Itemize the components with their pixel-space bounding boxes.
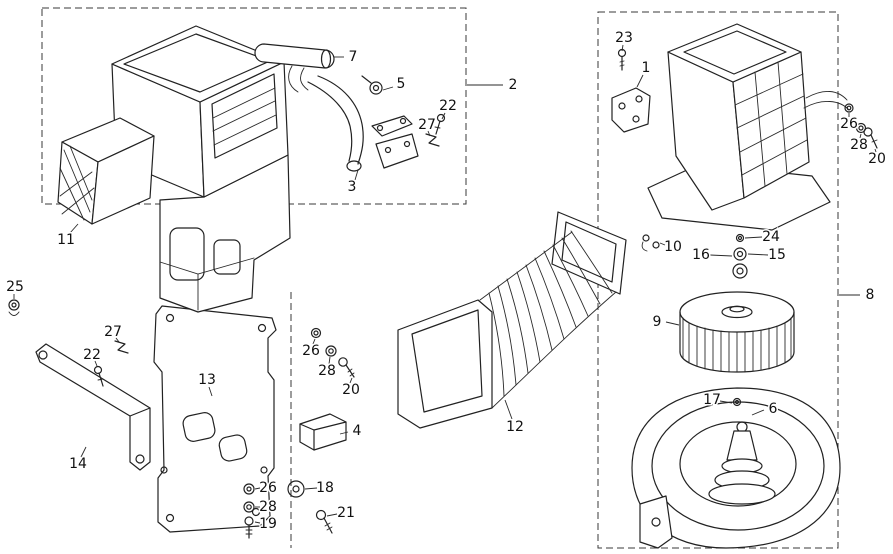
- callout-26: 26: [840, 116, 858, 132]
- callout-2: 2: [509, 77, 518, 93]
- heater-lower-body-drawing: [159, 154, 291, 313]
- leader-line-17: [719, 400, 733, 404]
- bracket-14-drawing: [35, 343, 151, 471]
- callout-15: 15: [768, 247, 786, 263]
- leader-line-18: [304, 487, 318, 490]
- leader-line-27: [115, 337, 120, 343]
- leader-line-4: [339, 431, 349, 435]
- clip-27-left-drawing: [114, 340, 129, 354]
- leader-line-21: [326, 513, 338, 517]
- callout-17: 17: [703, 392, 721, 408]
- callout-19: 19: [259, 516, 277, 532]
- clip-27-top-drawing: [425, 133, 440, 147]
- callout-14: 14: [69, 456, 87, 472]
- clip-10-drawing: [641, 234, 660, 252]
- callout-24: 24: [762, 229, 780, 245]
- leader-line-28: [328, 356, 331, 365]
- bolt-21-drawing: [315, 509, 333, 534]
- callout-1: 1: [642, 60, 651, 76]
- part-4-drawing: [299, 413, 347, 451]
- screw-22-left-drawing: [93, 365, 104, 387]
- callout-6: 6: [769, 401, 778, 417]
- leader-line-28: [859, 133, 862, 139]
- callout-11: 11: [57, 232, 75, 248]
- callout-27: 27: [418, 117, 436, 133]
- callout-27: 27: [104, 324, 122, 340]
- callout-8: 8: [866, 287, 875, 303]
- leader-line-3: [354, 169, 359, 181]
- leader-line-20: [349, 377, 353, 384]
- leader-line-26: [312, 338, 316, 345]
- leader-line-24: [744, 236, 763, 239]
- callout-26: 26: [302, 343, 320, 359]
- callout-10: 10: [664, 239, 682, 255]
- blower-wheel-9-drawing: [679, 291, 795, 373]
- callout-5: 5: [397, 76, 406, 92]
- leader-line-26: [254, 487, 261, 490]
- screw-22-top-drawing: [434, 113, 446, 135]
- leader-line-1: [636, 74, 644, 88]
- hose-7-drawing: [254, 43, 335, 93]
- callout-9: 9: [653, 314, 662, 330]
- callout-25: 25: [6, 279, 24, 295]
- leader-line-5: [382, 86, 394, 91]
- washer-stack-24-15-16-drawing: [732, 233, 748, 279]
- leader-line-22: [94, 360, 98, 367]
- leader-line-27: [427, 130, 431, 137]
- callout-28: 28: [259, 499, 277, 515]
- leader-line-12: [504, 399, 513, 420]
- bolt-23-drawing: [617, 48, 627, 71]
- hardware-bottom-drawing: [243, 480, 305, 539]
- grommet-25-drawing: [8, 299, 20, 316]
- leader-line-23: [621, 44, 624, 52]
- callout-18: 18: [316, 480, 334, 496]
- callout-22: 22: [83, 347, 101, 363]
- callout-21: 21: [337, 505, 355, 521]
- callout-13: 13: [198, 372, 216, 388]
- callout-20: 20: [868, 151, 886, 167]
- leader-line-15: [747, 253, 769, 256]
- leader-line-13: [208, 386, 213, 397]
- bracket-1-drawing: [611, 87, 651, 133]
- heater-inlet-duct-11-drawing: [57, 117, 155, 225]
- heater-unit-drawing: [111, 25, 289, 198]
- callout-7: 7: [349, 49, 358, 65]
- blower-intake-drawing: [647, 23, 850, 231]
- callouts-layer: 2875222732312628202415161092527221314114…: [5, 29, 888, 534]
- leader-line-19: [254, 521, 261, 524]
- callout-23: 23: [615, 30, 633, 46]
- hardware-26-28-20-mid-drawing: [310, 327, 355, 378]
- blower-housing-drawing: [631, 387, 841, 549]
- leader-line-20: [874, 148, 877, 153]
- leader-line-11: [69, 223, 79, 234]
- callout-16: 16: [692, 247, 710, 263]
- bracket-13-drawing: [153, 305, 277, 533]
- leader-line-10: [659, 242, 666, 246]
- leader-line-16: [709, 254, 733, 257]
- callout-4: 4: [353, 423, 362, 439]
- callout-12: 12: [506, 419, 524, 435]
- leader-line-6: [751, 409, 765, 416]
- hardware-26-28-20-right-drawing: [844, 103, 878, 149]
- callout-26: 26: [259, 480, 277, 496]
- callout-28: 28: [318, 363, 336, 379]
- duct-12-drawing: [397, 211, 627, 429]
- callout-22: 22: [439, 98, 457, 114]
- clamp-5-drawing: [361, 75, 383, 95]
- callout-20: 20: [342, 382, 360, 398]
- pipe-3-drawing: [307, 75, 419, 172]
- callout-3: 3: [348, 179, 357, 195]
- leader-line-9: [665, 321, 680, 326]
- callout-28: 28: [850, 137, 868, 153]
- leader-line-22: [441, 112, 446, 120]
- leader-line-14: [80, 446, 87, 458]
